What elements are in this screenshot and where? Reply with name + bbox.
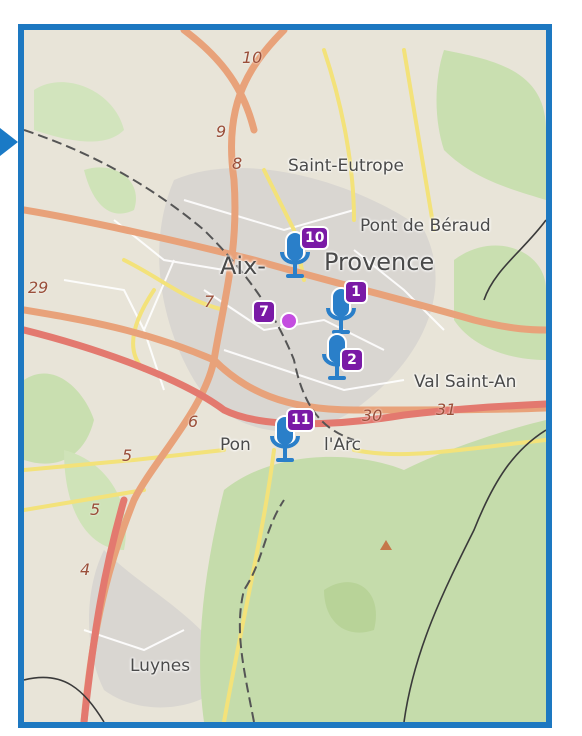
road-number: 9 bbox=[216, 122, 227, 141]
marker-count-badge: 2 bbox=[342, 350, 362, 370]
recording-marker-10[interactable]: 10 bbox=[278, 228, 328, 286]
recording-marker-2[interactable]: 2 bbox=[320, 332, 362, 388]
road-number: 29 bbox=[28, 278, 49, 297]
road-number: 5 bbox=[122, 446, 133, 465]
microphone-icon bbox=[326, 287, 356, 334]
place-label-pont-left: Pon bbox=[220, 435, 251, 455]
road-number: 10 bbox=[242, 48, 263, 67]
place-label-larc: l'Arc bbox=[324, 435, 361, 455]
road-number: 6 bbox=[188, 412, 199, 431]
place-label-saint-eutrope: Saint-Eutrope bbox=[288, 156, 404, 176]
road-number: 7 bbox=[204, 292, 215, 311]
road-number: 8 bbox=[232, 154, 243, 173]
place-label-provence: Provence bbox=[324, 248, 435, 276]
point-marker-7[interactable]: 7 bbox=[254, 302, 304, 332]
road-number: 4 bbox=[80, 560, 91, 579]
road-number: 31 bbox=[436, 400, 457, 419]
map-tiles[interactable] bbox=[24, 30, 546, 722]
road-number: 5 bbox=[90, 500, 101, 519]
map-view[interactable]: Saint-Eutrope Pont de Béraud Aix- Proven… bbox=[18, 24, 552, 728]
marker-count-badge: 11 bbox=[288, 410, 314, 430]
road-number: 30 bbox=[362, 406, 383, 425]
point-count-badge: 7 bbox=[254, 302, 274, 322]
place-label-aix: Aix- bbox=[220, 252, 266, 280]
point-dot bbox=[280, 312, 298, 330]
place-label-luynes: Luynes bbox=[130, 656, 191, 676]
place-label-val-saint: Val Saint-An bbox=[414, 372, 517, 392]
place-label-pont-de-beraud: Pont de Béraud bbox=[360, 216, 491, 236]
marker-count-badge: 10 bbox=[302, 228, 328, 248]
marker-count-badge: 1 bbox=[346, 282, 366, 302]
panel-pointer-arrow bbox=[0, 128, 18, 156]
recording-marker-11[interactable]: 11 bbox=[268, 410, 314, 470]
recording-marker-1[interactable]: 1 bbox=[324, 282, 366, 342]
